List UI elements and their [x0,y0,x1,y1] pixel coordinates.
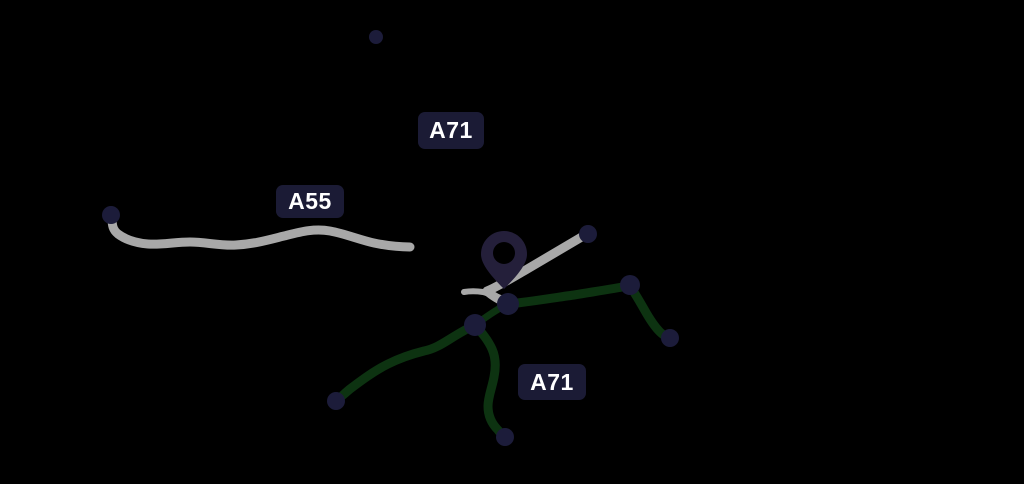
map-node-node-southwest-end[interactable] [327,392,345,410]
road-segment-road-grey-west-stub[interactable] [461,288,509,303]
road-shield-text: A55 [288,188,332,214]
map-node-node-south-end[interactable] [496,428,514,446]
map-node-node-a55-west-end[interactable] [102,206,120,224]
road-shield-label-a71-north: A71 [418,112,484,149]
road-shield-text: A71 [530,368,574,395]
road-segment-road-a55-major[interactable] [107,212,415,252]
map-pin-icon[interactable] [480,230,528,290]
map-node-node-grey-northeast-end[interactable] [579,225,597,243]
road-segment-road-a71-east[interactable] [503,281,633,309]
road-segment-road-a71-south[interactable] [470,320,510,442]
road-segment-road-a71-southeast[interactable] [625,281,674,343]
road-shield-label-a55: A55 [276,185,344,218]
nodes-layer [102,30,679,446]
road-shield-label-a71-south: A71 [518,364,586,400]
road-segment-road-a71-southwest[interactable] [332,320,480,405]
map-node-node-south-junction[interactable] [464,314,486,336]
road-shield-text: A71 [429,117,473,143]
map-node-node-central-junction[interactable] [497,293,519,315]
map-node-node-east-bend[interactable] [620,275,640,295]
location-pin-marker[interactable] [480,230,528,290]
map-node-node-southeast-end[interactable] [661,329,679,347]
map-node-node-isolated-top[interactable] [369,30,383,44]
roads-layer [107,212,674,442]
